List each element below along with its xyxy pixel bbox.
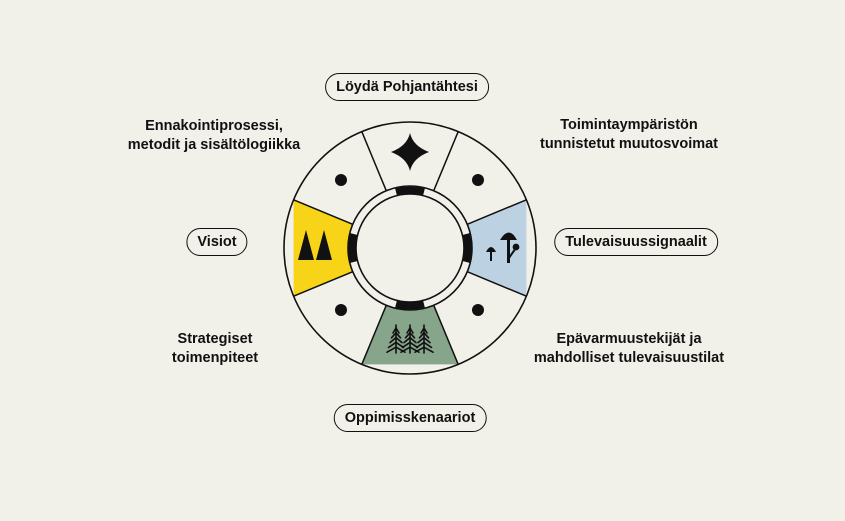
- stage-right-pill: Tulevaisuussignaalit: [554, 228, 718, 256]
- segment-divider: [466, 199, 527, 225]
- spruce-trees-icon: [386, 324, 434, 354]
- inner-ring-marker: [395, 186, 425, 196]
- segment-right: [467, 199, 527, 297]
- dot-icon: [335, 174, 347, 186]
- segment-divider: [361, 131, 387, 192]
- mushroom-icon: [486, 232, 520, 263]
- stage-bottom-pill: Oppimisskenaariot: [333, 404, 487, 432]
- stage-top-left-label: Ennakointiprosessi,metodit ja sisältölog…: [127, 118, 301, 153]
- segment-divider: [466, 271, 527, 297]
- segment-divider: [361, 304, 387, 365]
- inner-ring-marker: [348, 233, 358, 263]
- stage-top-pill: Löydä Pohjantähtesi: [325, 73, 489, 101]
- mountain-peaks-icon: [298, 230, 332, 260]
- dot-icon: [472, 304, 484, 316]
- stage-left-pill: Visiot: [186, 228, 248, 256]
- inner-ring-marker: [395, 300, 425, 310]
- outer-ring: [283, 121, 537, 375]
- center-circle: [355, 193, 465, 303]
- segment-divider: [433, 304, 459, 365]
- star-icon: [391, 133, 429, 171]
- segment-divider: [433, 131, 459, 192]
- segment-divider: [293, 271, 354, 297]
- dot-icon: [335, 304, 347, 316]
- segment-divider: [293, 199, 354, 225]
- dot-icon: [472, 174, 484, 186]
- inner-ring-marker: [462, 233, 472, 263]
